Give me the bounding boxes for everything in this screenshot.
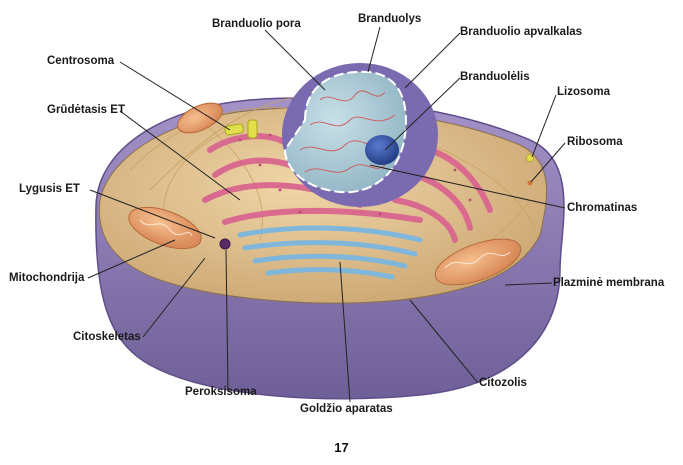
peroxisome-shape [219,238,231,250]
label-ribosome: Ribosoma [567,136,623,148]
label-nucleolus: Branduolėlis [460,71,530,83]
label-golgi: Goldžio aparatas [300,403,393,415]
lysosome-shape [526,154,534,162]
label-plasma-membrane: Plazminė membrana [553,277,665,289]
page-number: 17 [334,440,349,455]
leader-line-lysosome [531,94,557,158]
centrosome-shape [224,119,258,139]
label-lysosome: Lizosoma [557,86,611,98]
leader-line-smooth-er [89,189,216,239]
label-cytosol: Citozolis [479,377,527,389]
leader-line-centrosome [119,61,231,131]
leader-line-mitochondrion [87,239,176,279]
leader-line-plasma-membrane [504,282,553,286]
mitochondria-shapes [128,102,522,286]
cytoskeleton-fibers [129,94,536,271]
leader-line-nuclear-envelope [404,32,461,89]
leader-line-peroxisome [225,249,229,390]
leader-line-nuclear-pore [264,29,326,91]
label-nuclear-envelope: Branduolio apvalkalas [460,26,583,38]
label-nuclear-pore: Branduolio pora [212,18,301,30]
leader-line-ribosome [530,142,566,183]
leader-line-nucleolus [384,77,461,151]
label-chromatin: Chromatinas [567,202,638,214]
leader-lines [87,26,566,403]
label-peroxisome: Peroksisoma [185,386,257,398]
leader-line-rough-er [119,110,241,201]
label-nucleus: Branduolys [358,13,422,25]
leader-line-nucleus [367,26,381,73]
leader-line-cytoskeleton [142,257,206,338]
golgi-shape [237,225,423,280]
leader-line-cytosol [409,299,479,384]
nucleolus-shape [365,135,399,165]
label-centrosome: Centrosoma [47,55,115,67]
leader-line-golgi [339,261,351,403]
leader-line-chromatin [369,164,566,209]
label-rough-er: Grūdėtasis ET [47,104,125,116]
nucleus-shape [282,63,438,207]
label-smooth-er: Lygusis ET [19,183,80,195]
label-cytoskeleton: Citoskeletas [73,331,141,343]
label-mitochondrion: Mitochondrija [9,272,85,284]
